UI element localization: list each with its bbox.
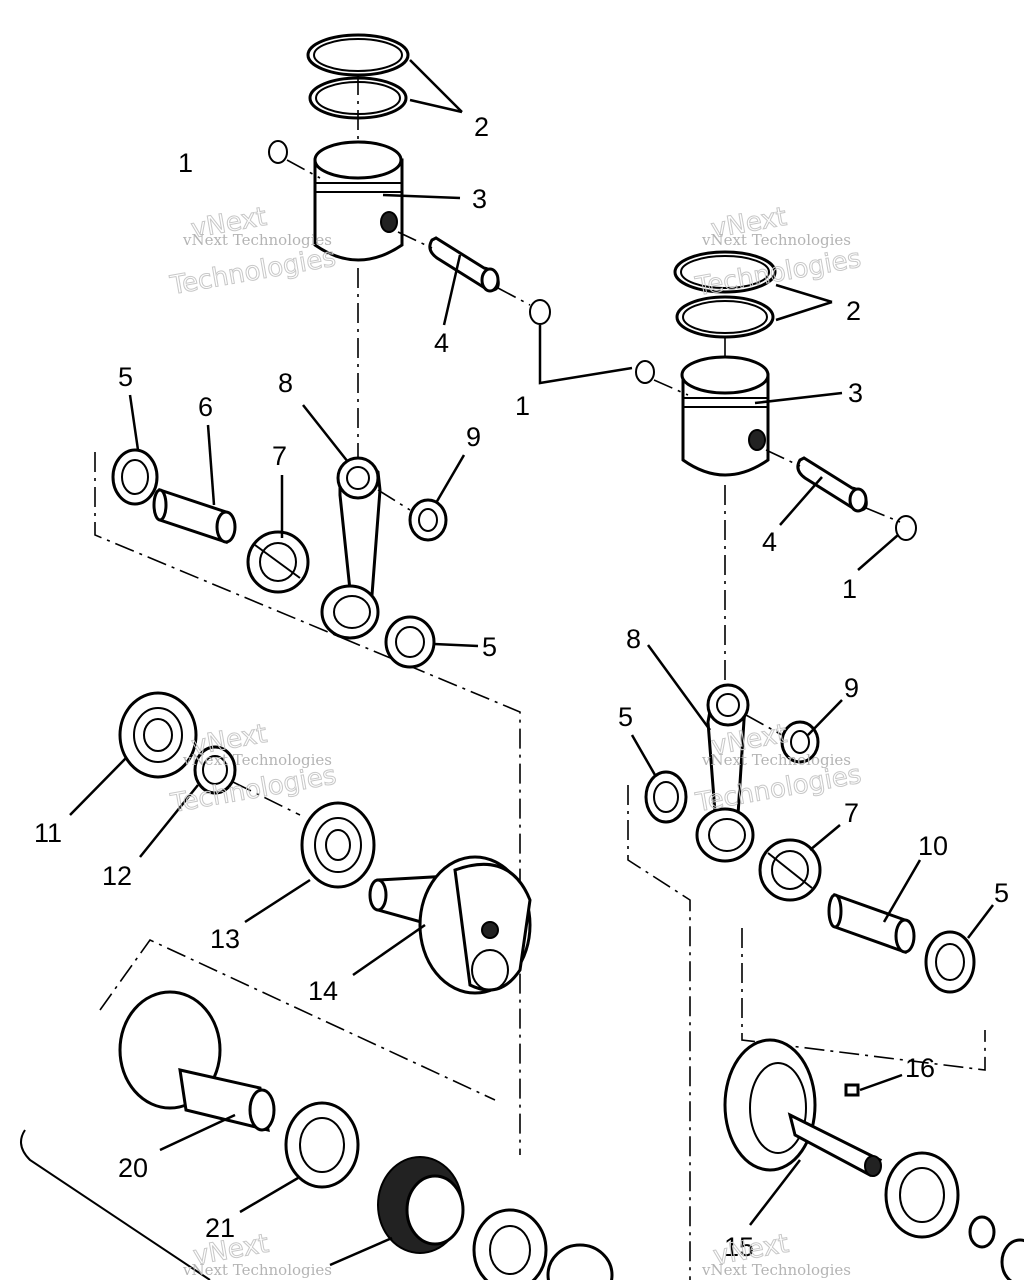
left-wrist-pin [428,236,500,293]
callout-left-21: 21 [205,1213,235,1243]
right-woodruff-key-16 [844,1083,860,1097]
watermark-company-4: vNext Technologies [701,751,851,769]
watermark-company-2: vNext Technologies [701,231,851,249]
callout-right-2: 2 [846,296,861,326]
right-needle-bearing-small [780,720,820,764]
right-seal-small [968,1215,996,1249]
left-connecting-rod [320,456,382,640]
callout-left-9: 9 [466,422,481,452]
callout-right-7: 7 [844,798,859,828]
callout-left-2: 2 [474,112,489,142]
left-needle-bearing-small [408,498,448,542]
watermark-company-1: vNext Technologies [182,231,332,249]
right-wrist-pin [796,456,868,513]
callout-left-14: 14 [308,976,338,1006]
callout-labels: 1 2 3 4 5 6 7 8 9 5 11 12 13 14 20 21 2 … [34,112,1009,1262]
right-seal-edge [1000,1238,1024,1280]
left-circlip [268,140,288,164]
callout-right-5b: 5 [994,878,1009,908]
left-thrust-washer-1 [111,448,159,506]
right-circlip [635,360,655,384]
left-crankshaft-20 [118,990,276,1133]
callout-left-8: 8 [278,368,293,398]
left-piston-rings [306,33,410,120]
callout-left-3: 3 [472,184,487,214]
watermark-company-6: vNext Technologies [701,1261,851,1279]
left-circlip-2 [529,299,551,325]
right-crank-half-15 [723,1038,883,1177]
left-labyrinth-seal [377,1156,465,1254]
callout-right-9: 9 [844,673,859,703]
watermark-company-3: vNext Technologies [182,751,332,769]
callout-left-13: 13 [210,924,240,954]
callout-left-4: 4 [434,328,449,358]
callout-left-20: 20 [118,1153,148,1183]
left-crank-half-14 [368,855,532,995]
left-thrust-washer-2 [384,615,436,669]
left-main-bearing-13 [300,801,376,889]
leader-lines [69,59,994,1267]
left-oil-seal-12 [193,745,237,795]
watermark-company-5: vNext Technologies [182,1261,332,1279]
right-piston [680,355,770,477]
callout-left-5a: 5 [118,362,133,392]
right-thrust-washer-1 [644,770,688,824]
right-circlip-2 [895,515,917,541]
left-main-bearing-11 [118,691,198,779]
right-thrust-washer-2 [924,930,976,994]
right-crank-pin-10 [827,892,916,955]
right-main-bearing [884,1151,960,1239]
callout-right-5a: 5 [618,702,633,732]
callout-right-3: 3 [848,378,863,408]
callout-left-7: 7 [272,441,287,471]
left-needle-bearing-big [246,530,310,594]
callout-left-12: 12 [102,861,132,891]
left-piston [313,140,404,262]
right-needle-bearing-big [758,838,822,902]
callout-right-10: 10 [918,831,948,861]
callout-right-1b: 1 [842,574,857,604]
callout-right-8: 8 [626,624,641,654]
callout-right-4: 4 [762,527,777,557]
callout-right-16: 16 [905,1053,935,1083]
left-crank-pin [152,487,237,545]
callout-right-1a: 1 [515,391,530,421]
left-bearing-21 [284,1101,360,1189]
callout-left-6: 6 [198,392,213,422]
callout-left-11: 11 [34,818,62,848]
callout-right-15: 15 [724,1232,754,1262]
callout-left-5b: 5 [482,632,497,662]
callout-left-1: 1 [178,148,193,178]
right-connecting-rod [695,683,755,863]
watermark-word-2: Technologies [167,243,338,302]
left-bearing-lower [472,1208,614,1280]
right-piston-rings [673,250,777,339]
